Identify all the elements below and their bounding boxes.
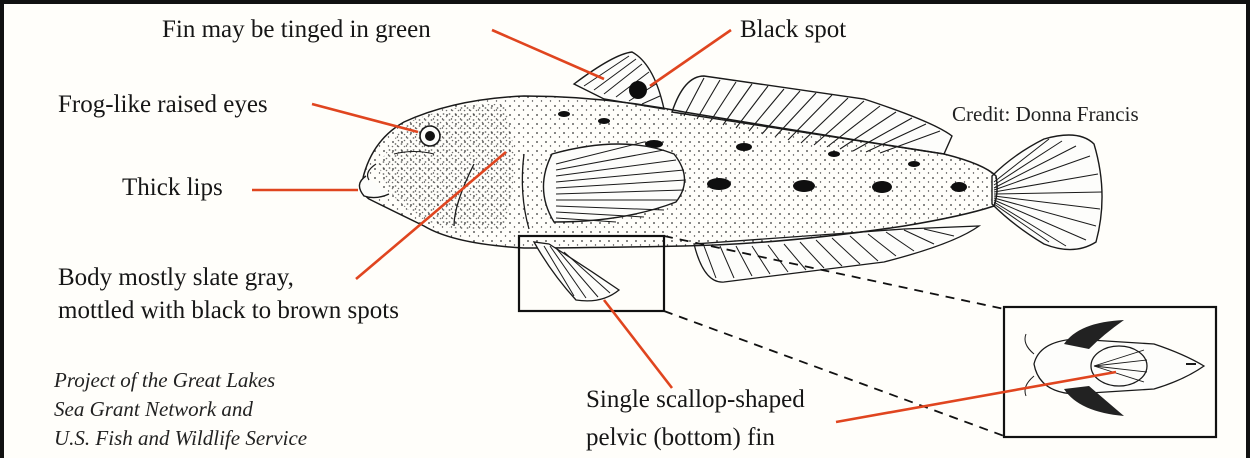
label-black-spot: Black spot: [740, 14, 846, 45]
project-attribution: Project of the Great Lakes Sea Grant Net…: [54, 366, 307, 453]
label-body-line2: mottled with black to brown spots: [58, 295, 399, 326]
project-line3: U.S. Fish and Wildlife Service: [54, 424, 307, 453]
label-pelvic-line2: pelvic (bottom) fin: [586, 422, 775, 453]
credit-text: Credit: Donna Francis: [952, 102, 1139, 127]
label-pelvic-line1: Single scallop-shaped: [586, 384, 805, 415]
leader-fin-green: [492, 30, 604, 79]
project-line2: Sea Grant Network and: [54, 395, 307, 424]
dashed-connector-bottom: [664, 311, 1004, 436]
black-spot-mark: [629, 81, 647, 99]
label-fin-green: Fin may be tinged in green: [162, 14, 431, 45]
label-frog-eyes: Frog-like raised eyes: [58, 89, 268, 120]
label-body-line1: Body mostly slate gray,: [58, 262, 294, 293]
label-thick-lips: Thick lips: [122, 172, 223, 203]
project-line1: Project of the Great Lakes: [54, 366, 307, 395]
leader-frog-eyes: [312, 104, 418, 132]
leader-pelvic-side: [604, 300, 672, 388]
pelvic-fin-side: [534, 242, 619, 301]
caudal-fin: [992, 135, 1102, 250]
